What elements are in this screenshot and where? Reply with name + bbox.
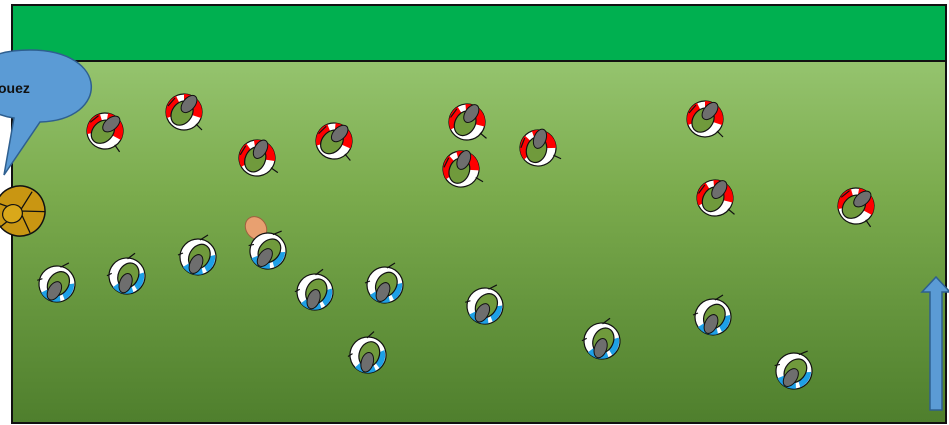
red-player [439, 145, 484, 191]
blue-player [35, 260, 76, 304]
up-arrow-icon [922, 277, 949, 410]
blue-player [344, 330, 388, 377]
blue-player [178, 235, 216, 276]
speech-bubble-icon [0, 50, 91, 175]
special-player-icon [0, 179, 52, 243]
red-player [166, 92, 202, 130]
speech-bubble: ouez [0, 50, 91, 175]
blue-player [693, 295, 731, 336]
blue-player [771, 346, 815, 393]
red-player [514, 123, 561, 171]
red-player [687, 99, 723, 137]
red-player [447, 101, 486, 142]
speech-bubble-text: ouez [0, 80, 30, 96]
red-player [835, 184, 877, 227]
blue-player [365, 263, 403, 304]
red-player [695, 177, 734, 218]
blue-player [293, 269, 334, 313]
red-player [236, 136, 278, 179]
blue-player [580, 318, 621, 362]
blue-player [105, 253, 146, 297]
blue-player [463, 282, 504, 326]
blue-team [35, 226, 815, 393]
red-player [84, 109, 126, 152]
red-team [84, 92, 877, 226]
red-player [314, 120, 353, 161]
